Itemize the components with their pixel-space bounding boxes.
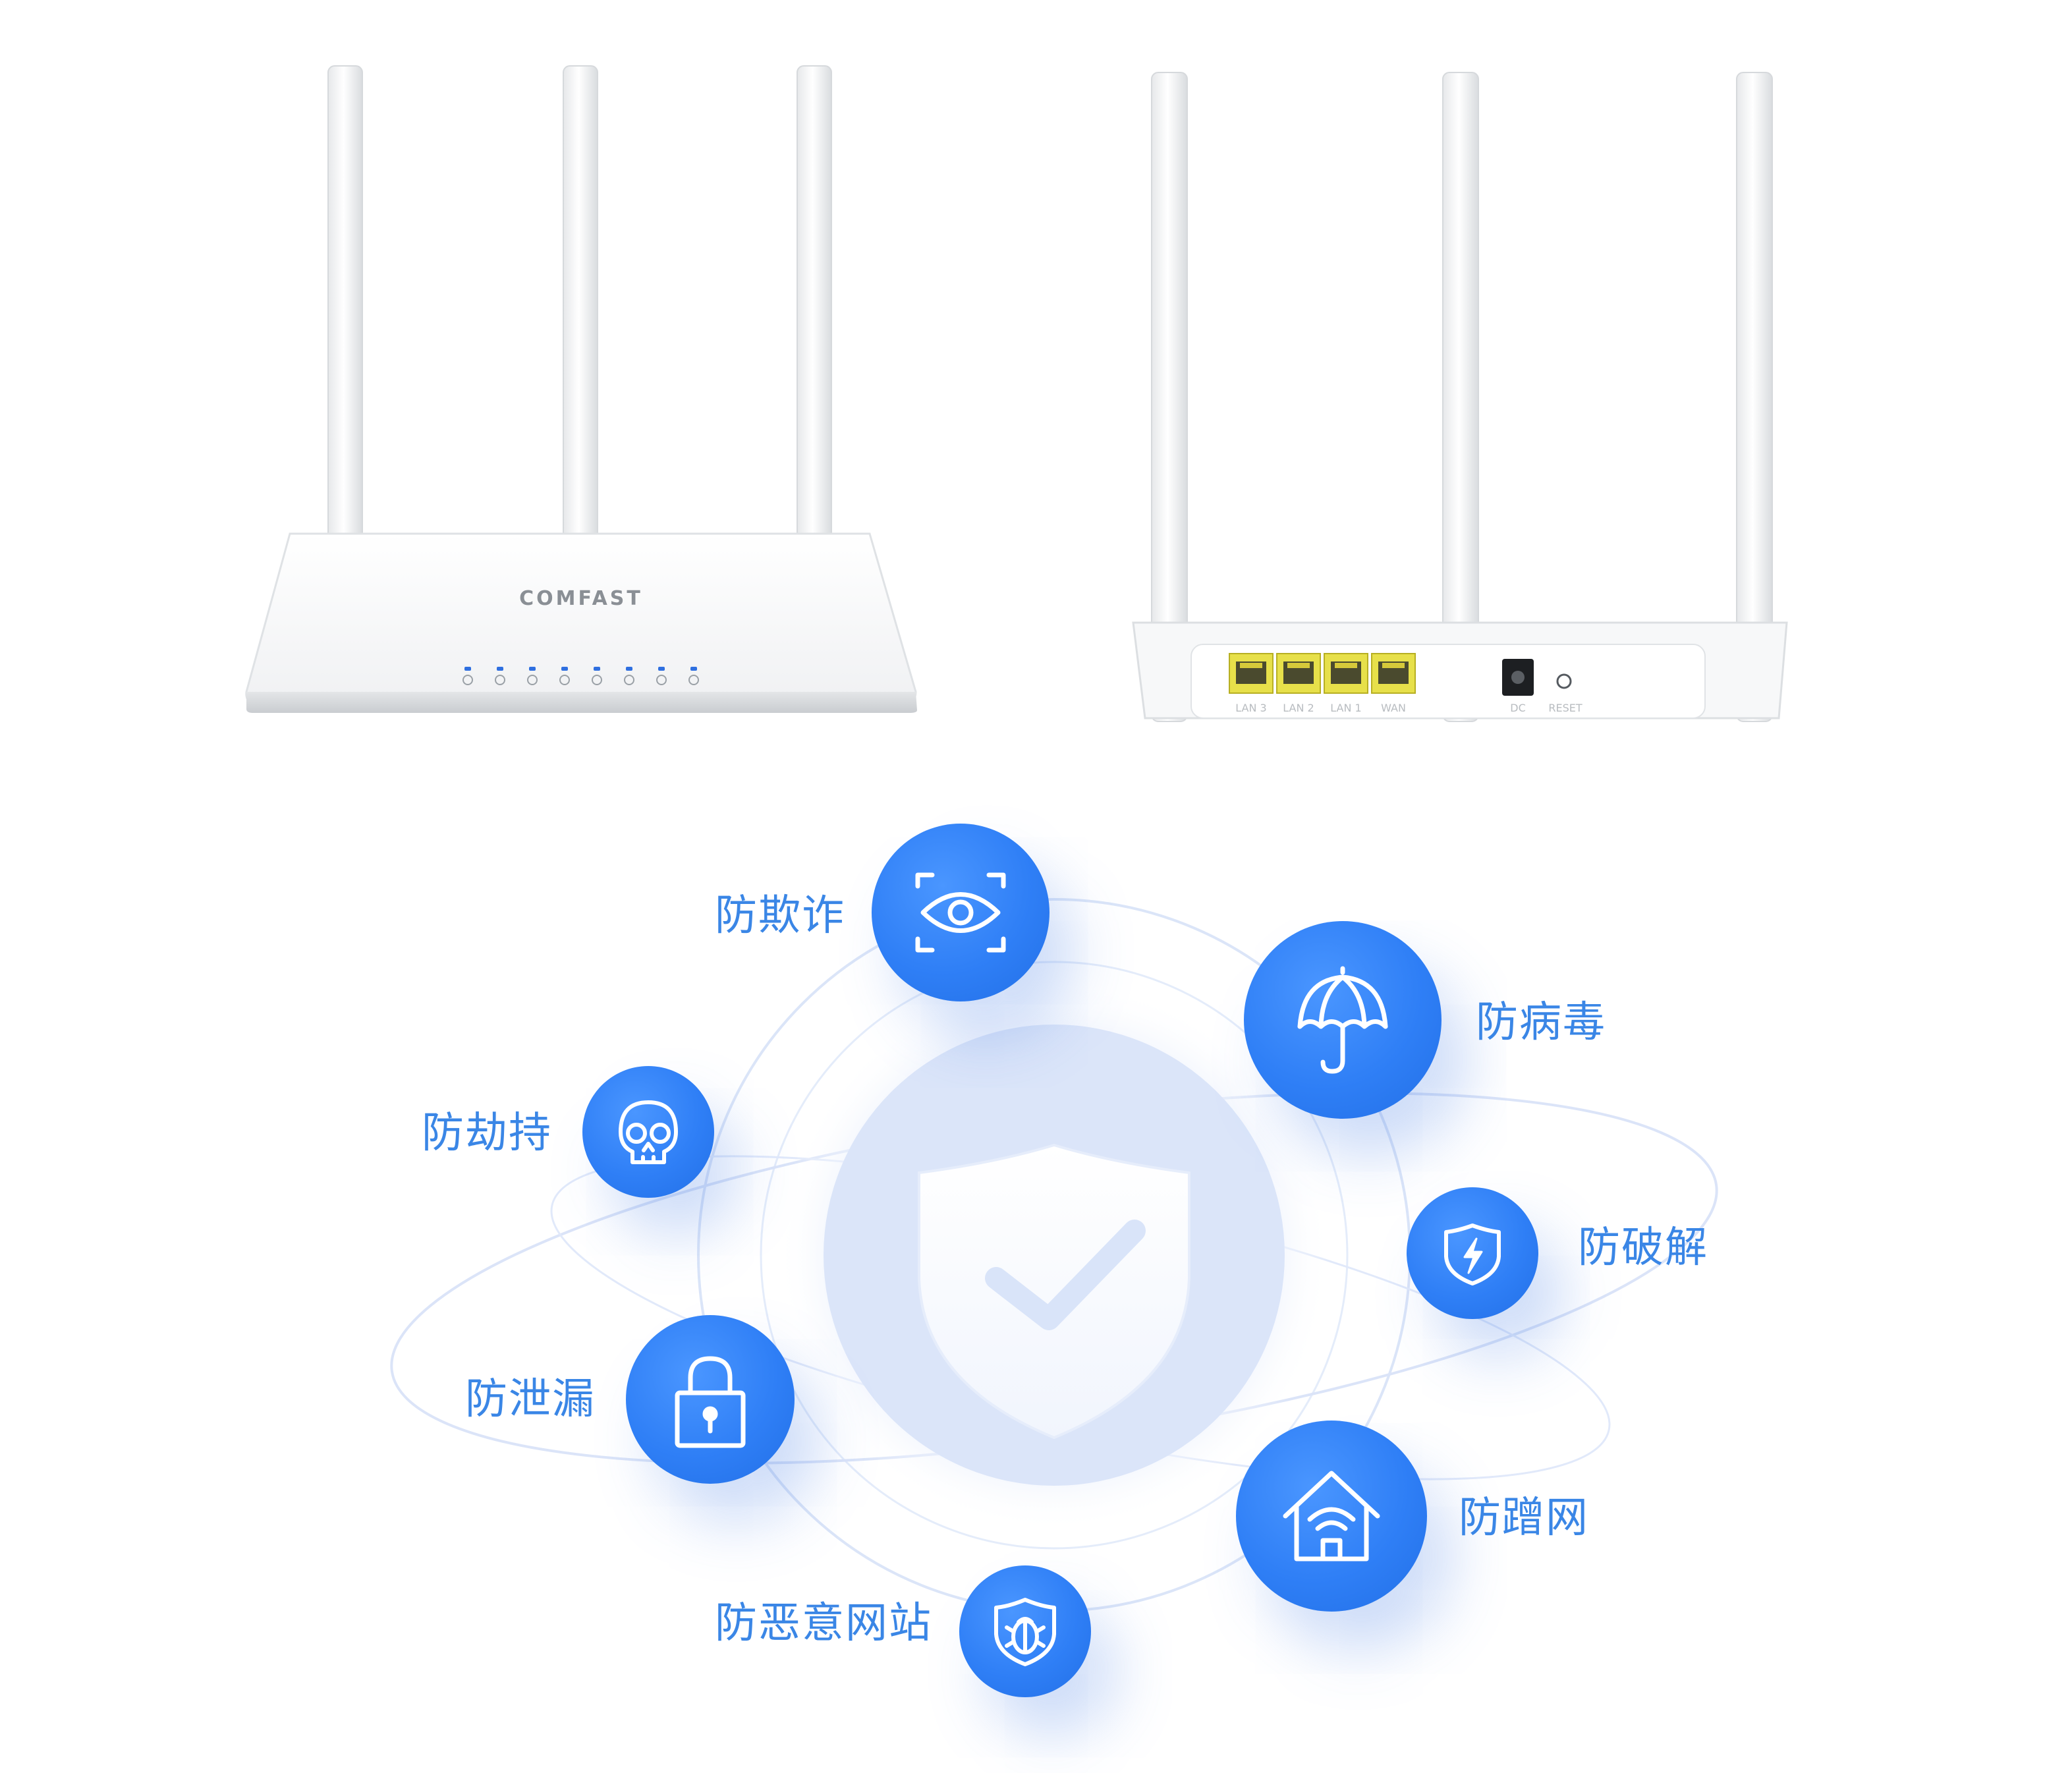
feature-anti-fraud-label: 防欺诈 bbox=[715, 891, 845, 940]
feature-anti-malicious-site-label: 防恶意网站 bbox=[715, 1599, 932, 1648]
power-icon bbox=[495, 675, 505, 685]
globe-icon bbox=[527, 675, 538, 685]
dc-label: DC bbox=[1510, 702, 1526, 714]
status-led bbox=[497, 667, 503, 671]
ethernet-port-pins bbox=[1240, 663, 1262, 668]
reset-label: RESET bbox=[1548, 702, 1582, 714]
shield-bolt-icon bbox=[1444, 1224, 1501, 1285]
feature-anti-hijack-button[interactable] bbox=[582, 1066, 714, 1198]
feature-anti-hijack-label: 防劫持 bbox=[422, 1109, 552, 1158]
feature-anti-crack-label: 防破解 bbox=[1578, 1224, 1708, 1272]
security-features-diagram: 防欺诈 防病毒 防劫持 bbox=[0, 777, 2072, 1773]
status-led bbox=[464, 667, 471, 671]
port-label: LAN 2 bbox=[1283, 702, 1314, 714]
feature-anti-malicious-site-button[interactable] bbox=[959, 1565, 1091, 1697]
shield-check-icon bbox=[918, 1143, 1190, 1440]
power-icon bbox=[462, 675, 473, 685]
reset-button[interactable] bbox=[1556, 673, 1572, 689]
antenna-middle bbox=[563, 65, 598, 541]
wps-icon bbox=[688, 675, 699, 685]
feature-anti-virus-button[interactable] bbox=[1244, 921, 1442, 1119]
antenna-back-right bbox=[1736, 72, 1773, 722]
ethernet-port-row: LAN 3 LAN 2 LAN 1 WAN bbox=[1229, 653, 1416, 714]
wifi-icon bbox=[656, 675, 667, 685]
feature-anti-fraud-button[interactable] bbox=[872, 824, 1050, 1001]
status-led bbox=[529, 667, 536, 671]
router-photos: COMFAST LAN 3 LAN 2 LAN 1 WAN DC RESET bbox=[245, 65, 1788, 722]
status-led bbox=[658, 667, 665, 671]
port-label: WAN bbox=[1381, 702, 1406, 714]
ethernet-port-pins bbox=[1287, 663, 1310, 668]
orbit-rings bbox=[390, 898, 1718, 1612]
lock-icon bbox=[675, 1356, 746, 1448]
router-back: LAN 3 LAN 2 LAN 1 WAN DC RESET bbox=[1132, 72, 1788, 722]
antenna-back-left bbox=[1151, 72, 1188, 722]
lan-icon bbox=[624, 675, 634, 685]
antenna-right bbox=[797, 65, 832, 541]
umbrella-icon bbox=[1297, 966, 1388, 1074]
home-wifi-icon bbox=[1283, 1471, 1380, 1562]
lan-icon bbox=[559, 675, 570, 685]
status-led bbox=[626, 667, 632, 671]
port-label: LAN 3 bbox=[1235, 702, 1266, 714]
ethernet-port-pins bbox=[1382, 663, 1405, 668]
antenna-left bbox=[327, 65, 363, 541]
status-led bbox=[690, 667, 697, 671]
status-led bbox=[561, 667, 568, 671]
antenna-back-middle bbox=[1442, 72, 1479, 722]
port-label: LAN 1 bbox=[1330, 702, 1361, 714]
lan-icon bbox=[592, 675, 602, 685]
ethernet-port-pins bbox=[1335, 663, 1357, 668]
feature-anti-virus-label: 防病毒 bbox=[1476, 998, 1606, 1047]
router-front-base bbox=[246, 692, 917, 713]
status-led-row bbox=[462, 667, 699, 685]
dc-jack-hole bbox=[1511, 671, 1525, 684]
feature-anti-crack-button[interactable] bbox=[1407, 1187, 1538, 1319]
feature-anti-wifi-leech-label: 防蹭网 bbox=[1459, 1494, 1589, 1542]
eye-scan-icon bbox=[915, 872, 1006, 953]
skull-icon bbox=[619, 1100, 678, 1164]
feature-anti-leak-label: 防泄漏 bbox=[465, 1375, 596, 1424]
feature-anti-leak-button[interactable] bbox=[626, 1315, 795, 1484]
feature-anti-wifi-leech-button[interactable] bbox=[1236, 1421, 1427, 1612]
router-front: COMFAST bbox=[245, 65, 917, 713]
router-front-body bbox=[245, 532, 917, 705]
status-led bbox=[594, 667, 600, 671]
bug-shield-icon bbox=[994, 1598, 1056, 1666]
brand-logo: COMFAST bbox=[519, 587, 643, 610]
